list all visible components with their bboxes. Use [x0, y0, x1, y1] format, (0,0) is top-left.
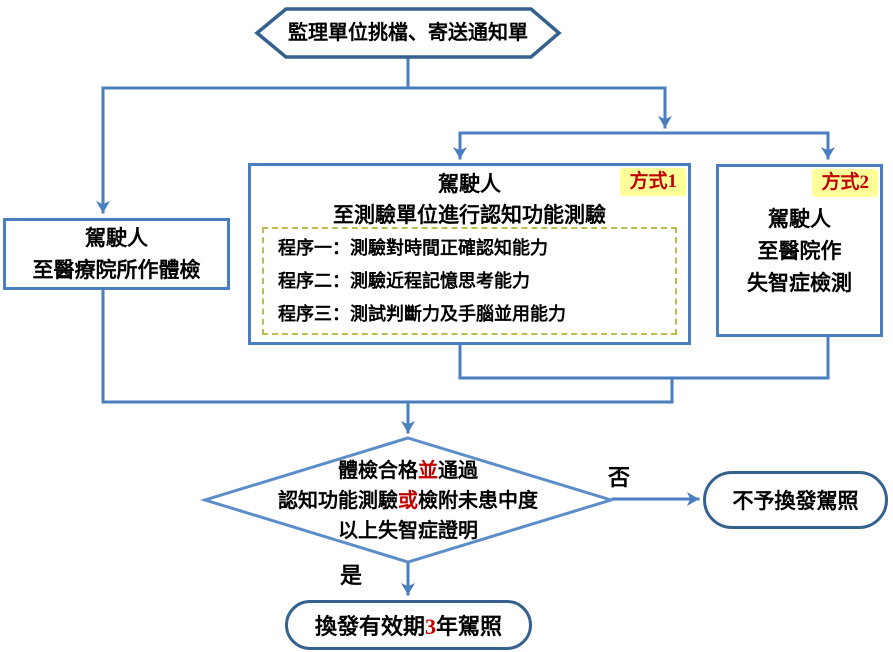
decision-emphasis-and: 並	[418, 460, 438, 482]
decision-line3: 以上失智症證明	[338, 520, 478, 542]
procedure-item: 程序二：測驗近程記憶思考能力	[278, 270, 530, 291]
start-node-label: 監理單位挑檔、寄送通知單	[288, 22, 528, 44]
renew-terminal-box: 換發有效期3年駕照	[285, 600, 532, 650]
method1-box: 方式1 駕駛人 至測驗單位進行認知功能測驗 程序一：測驗對時間正確認知能力 程序…	[248, 163, 691, 345]
physical-exam-line1: 駕駛人	[85, 226, 148, 250]
decision-no-label: 否	[607, 465, 630, 490]
renew-emphasis-3: 3	[425, 614, 436, 639]
method1-badge: 方式1	[620, 168, 686, 196]
reject-terminal-box: 不予換發駕照	[703, 471, 888, 529]
procedure-item: 程序一：測驗對時間正確認知能力	[278, 237, 548, 258]
procedure-item: 程序三：測試判斷力及手腦並用能力	[278, 303, 566, 324]
connector-lines	[96, 56, 835, 596]
method2-line3: 失智症檢測	[747, 270, 852, 295]
method1-title: 駕駛人 至測驗單位進行認知功能測驗	[251, 169, 688, 231]
decision-yes-label: 是	[339, 563, 362, 588]
decision-line1: 體檢合格並通過	[338, 460, 478, 482]
method1-title-line2: 至測驗單位進行認知功能測驗	[333, 203, 606, 227]
decision-emphasis-or: 或	[398, 490, 418, 512]
method2-line2: 至醫院作	[757, 238, 842, 263]
reject-label: 不予換發駕照	[732, 489, 859, 513]
method1-title-line1: 駕駛人	[438, 172, 501, 196]
renew-label: 換發有效期3年駕照	[314, 614, 503, 639]
method2-box: 方式2 駕駛人 至醫院作 失智症檢測	[716, 164, 883, 337]
method1-procedure-box: 程序一：測驗對時間正確認知能力 程序二：測驗近程記憶思考能力 程序三：測試判斷力…	[262, 227, 677, 335]
physical-exam-box: 駕駛人 至醫療院所作體檢	[3, 218, 230, 290]
decision-diamond-shape	[199, 436, 617, 564]
decision-line2: 認知功能測驗或檢附未患中度	[278, 490, 538, 512]
method2-badge: 方式2	[812, 169, 878, 197]
method2-line1: 駕駛人	[768, 206, 831, 231]
physical-exam-line2: 至醫療院所作體檢	[32, 258, 201, 282]
decision-text: 體檢合格並通過 認知功能測驗或檢附未患中度 以上失智症證明	[235, 456, 581, 546]
start-hexagon-shape	[254, 7, 562, 59]
